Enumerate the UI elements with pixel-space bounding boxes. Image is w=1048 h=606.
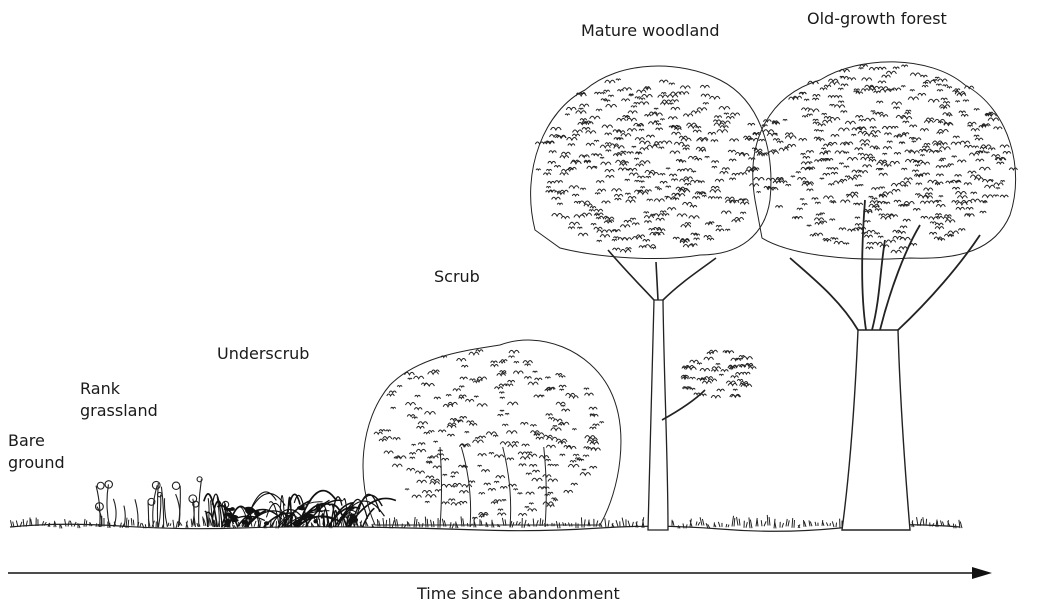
underscrub-bramble [204,491,396,528]
label-rank-line-2: grassland [80,400,158,422]
old-growth-tree [753,62,1018,530]
scrub-bush [363,340,621,527]
label-old-growth-forest: Old-growth forest [807,8,947,30]
label-rank-grassland: Rank grassland [80,378,158,422]
label-underscrub-text: Underscrub [217,343,309,365]
time-arrow [8,567,992,579]
rank-grassland-plants [96,477,229,527]
label-bare-line-2: ground [8,452,65,474]
label-bare-ground: Bare ground [8,430,65,474]
label-rank-line-1: Rank [80,378,158,400]
label-mature-text: Mature woodland [581,20,720,42]
label-scrub-text: Scrub [434,266,480,288]
label-old-growth-text: Old-growth forest [807,8,947,30]
label-bare-line-1: Bare [8,430,65,452]
mature-tree [531,66,771,530]
axis-label: Time since abandonment [417,583,620,605]
label-underscrub: Underscrub [217,343,309,365]
label-scrub: Scrub [434,266,480,288]
label-mature-woodland: Mature woodland [581,20,720,42]
